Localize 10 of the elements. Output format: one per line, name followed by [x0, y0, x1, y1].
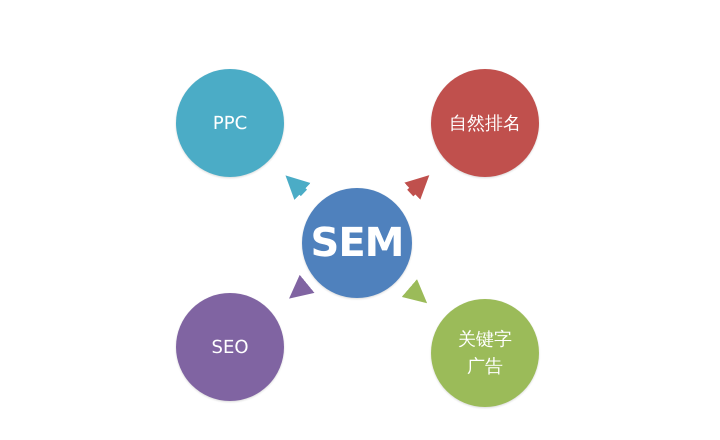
- arrow: [404, 175, 430, 200]
- node-label: 关键字广告: [457, 328, 513, 379]
- arrow: [289, 274, 315, 299]
- node-label: SEO: [212, 336, 248, 360]
- circle-node: [302, 188, 412, 298]
- arrow: [402, 279, 428, 304]
- arrow: [285, 175, 310, 200]
- node-label: PPC: [212, 112, 248, 136]
- node-label: SEM: [310, 219, 404, 268]
- node-label: 自然排名: [449, 112, 521, 136]
